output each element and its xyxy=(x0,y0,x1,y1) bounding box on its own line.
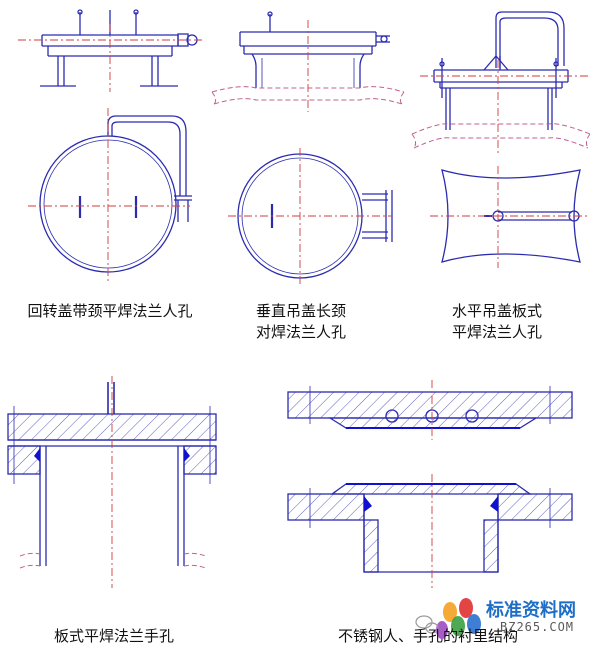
horizontal-cover-centerline xyxy=(420,60,588,156)
rotating-cover-centerline xyxy=(18,24,202,92)
rotating-cover-plan-centerline xyxy=(28,108,190,282)
watermark-url: BZ265.COM xyxy=(500,620,575,634)
vertical-cover-plan-centerline xyxy=(228,148,392,284)
caption-plate-hand-hole: 板式平焊法兰手孔 xyxy=(53,627,174,645)
caption-horizontal-line1: 水平吊盖板式 xyxy=(451,302,542,320)
caption-vertical-line2: 对焊法兰人孔 xyxy=(255,323,346,341)
stainless-lining-flange-top xyxy=(287,386,573,429)
vertical-cover-manhole-elevation xyxy=(239,11,390,88)
wechat-icon xyxy=(415,615,439,634)
plate-hand-hole-section xyxy=(7,382,217,569)
watermark-logo-icon xyxy=(436,598,481,639)
horizontal-cover-plan-centerline xyxy=(430,166,588,268)
caption-vertical-line1: 垂直吊盖长颈 xyxy=(255,302,346,320)
stainless-lining-neck xyxy=(287,483,573,573)
caption-stainless-lining: 不锈钢人、手孔的衬里结构 xyxy=(337,627,518,645)
caption-horizontal-line2: 平焊法兰人孔 xyxy=(451,323,542,341)
rotating-cover-manhole-plan xyxy=(39,115,192,273)
horizontal-cover-manhole-elevation xyxy=(433,11,569,130)
caption-vertical-cover-manhole: 垂直吊盖长颈 对焊法兰人孔 xyxy=(236,301,366,343)
caption-horizontal-cover-manhole: 水平吊盖板式 平焊法兰人孔 xyxy=(432,301,562,343)
rotating-cover-manhole-elevation xyxy=(40,9,198,87)
horizontal-cover-vessel-shell xyxy=(411,123,591,149)
watermark-site-name: 标准资料网 xyxy=(486,600,576,621)
caption-rotating-cover-manhole: 回转盖带颈平焊法兰人孔 xyxy=(27,302,193,320)
